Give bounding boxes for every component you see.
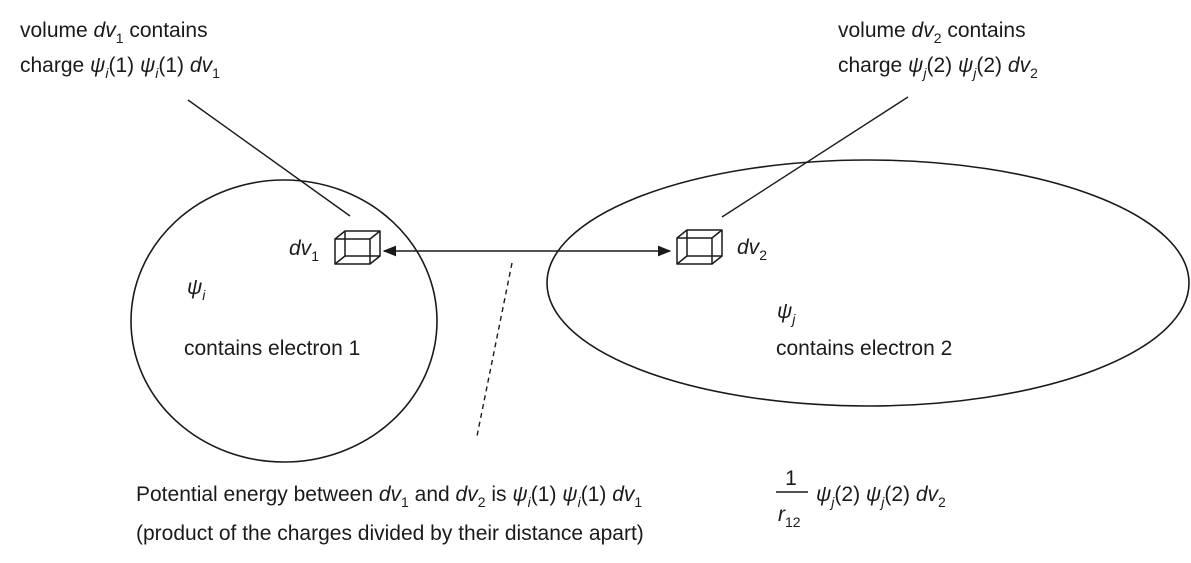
fraction-denominator: r12 xyxy=(778,503,801,530)
energy-note: (product of the charges divided by their… xyxy=(136,522,644,545)
orbital-i-caption: contains electron 1 xyxy=(184,337,360,360)
orbital-j-psi-label: ψj xyxy=(777,300,796,327)
orbital-j-ellipse xyxy=(546,159,1190,407)
orbital-i-ellipse xyxy=(130,179,438,463)
orbital-i-psi-label: ψi xyxy=(187,276,206,303)
leader-line-dv1 xyxy=(187,99,351,217)
energy-expression-right: ψj(2) ψj(2) dv2 xyxy=(816,483,946,510)
orbital-j-caption: contains electron 2 xyxy=(776,337,952,360)
callout-dv2-line2: charge ψj(2) ψj(2) dv2 xyxy=(838,54,1038,81)
callout-dv2-line1: volume dv2 contains xyxy=(838,19,1026,46)
energy-expression-left: Potential energy between dv1 and dv2 is … xyxy=(136,483,642,510)
volume-cube-dv2-icon xyxy=(676,229,723,265)
dashed-leader-line xyxy=(476,262,513,437)
orbital-j-volume-label: dv2 xyxy=(737,236,767,263)
volume-cube-dv1-icon xyxy=(334,230,381,265)
callout-dv1-line2: charge ψi(1) ψi(1) dv1 xyxy=(20,54,220,81)
orbital-i-volume-label: dv1 xyxy=(289,237,319,264)
callout-dv1-line1: volume dv1 contains xyxy=(20,19,208,46)
leader-line-dv2 xyxy=(721,96,909,218)
fraction-numerator: 1 xyxy=(785,467,797,490)
